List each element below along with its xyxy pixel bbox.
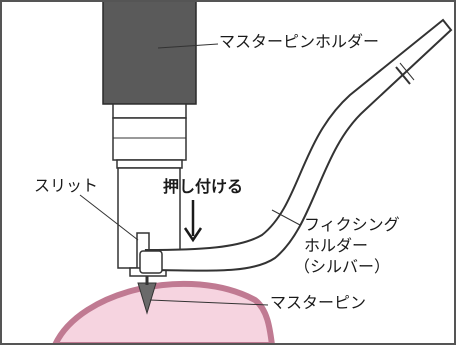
label-fixing-holder-line3: （シルバー）: [294, 257, 391, 276]
label-press: 押し付ける: [163, 177, 244, 196]
fixing-holder-arm: [144, 18, 453, 272]
leader-master-pin-holder: [157, 43, 219, 49]
leader-fixing-holder: [271, 209, 301, 226]
label-slit: スリット: [34, 176, 99, 195]
label-master-pin-holder: マスターピンホルダー: [219, 32, 380, 51]
leader-slit: [79, 194, 139, 241]
holder-mid: [112, 103, 187, 119]
label-master-pin: マスターピン: [270, 293, 367, 312]
label-fixing-holder-line1: フィクシング: [304, 215, 400, 234]
holder-dark-top: [102, 0, 197, 105]
pink-specimen: [51, 280, 276, 345]
down-arrow-icon: [183, 200, 203, 243]
leader-master-pin: [149, 299, 269, 306]
label-fixing-holder-line2: ホルダー: [304, 236, 369, 255]
